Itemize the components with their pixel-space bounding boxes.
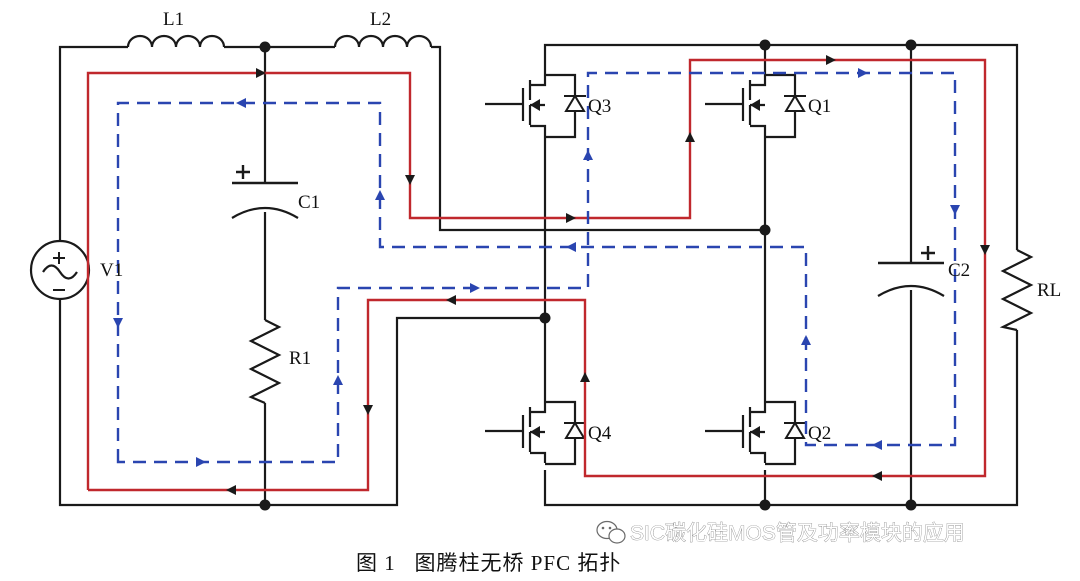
label-c2: C2 [948,260,970,281]
label-c1: C1 [298,192,320,213]
current-path-blue [113,68,960,467]
mosfet-q1 [705,73,806,139]
mosfet-q2 [705,400,806,466]
resistor-rl [999,249,1034,332]
wechat-icon [596,520,626,544]
inductor-l1 [126,34,226,48]
capacitor-c1 [231,165,299,219]
component-labels: L1 L2 C1 C2 R1 RL V1 Q3 Q1 Q4 Q2 [100,9,1061,444]
label-q2: Q2 [808,423,831,444]
label-q1: Q1 [808,96,831,117]
label-r1: R1 [289,348,311,369]
label-q4: Q4 [588,423,612,444]
capacitor-c2 [877,246,945,297]
mosfet-q3 [485,73,586,139]
figure-caption: 图 1 图腾柱无桥 PFC 拓扑 [356,551,621,575]
watermark: SIC碳化硅MOS管及功率模块的应用 [596,520,965,545]
junction-dots [259,39,917,511]
label-v1: V1 [100,260,123,281]
circuit-wires [58,43,1019,507]
mosfet-q4 [485,400,586,466]
watermark-text: SIC碳化硅MOS管及功率模块的应用 [630,522,965,545]
resistor-r1 [248,319,282,405]
label-rl: RL [1037,280,1061,301]
label-l2: L2 [370,9,391,30]
ac-source-icon [29,239,91,301]
label-q3: Q3 [588,96,611,117]
current-path-red [86,55,990,495]
label-l1: L1 [163,9,184,30]
inductor-l2 [333,34,433,48]
